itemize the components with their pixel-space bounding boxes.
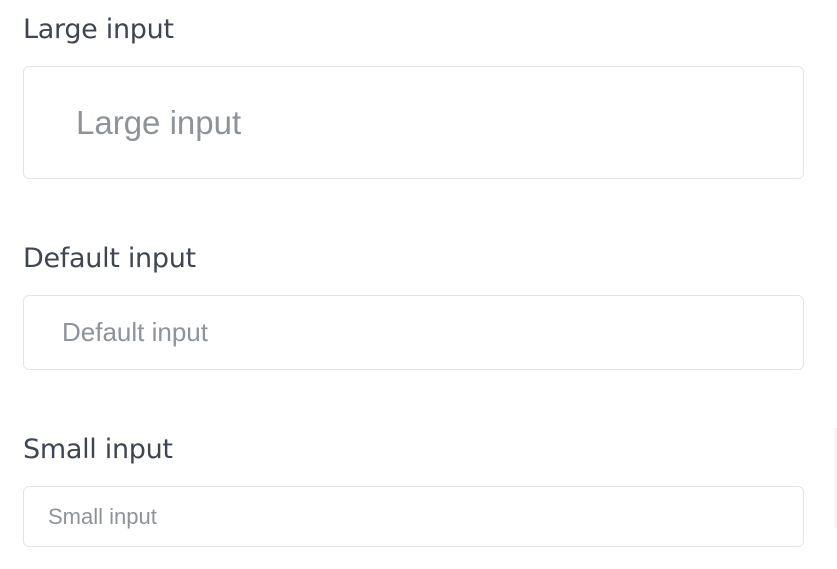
small-input[interactable] [23, 486, 804, 547]
large-input[interactable] [23, 66, 804, 179]
default-input-label: Default input [23, 243, 196, 274]
scrollbar-edge [833, 428, 837, 528]
small-input-label: Small input [23, 434, 173, 465]
default-input[interactable] [23, 295, 804, 370]
large-input-label: Large input [23, 14, 174, 45]
